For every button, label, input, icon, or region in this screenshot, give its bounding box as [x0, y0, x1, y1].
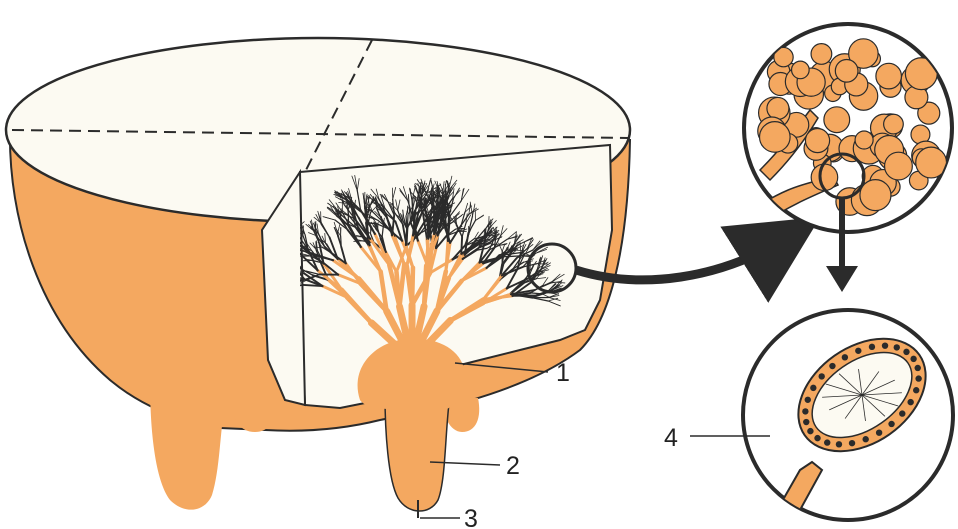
alveolus: [767, 97, 789, 119]
secretory-cell-nucleus: [882, 342, 888, 348]
alveolus: [905, 58, 937, 90]
secretory-cell-nucleus: [819, 373, 825, 379]
secretory-cell-nucleus: [915, 365, 921, 371]
secretory-cell-nucleus: [814, 435, 820, 441]
duct-branch: [303, 285, 322, 286]
secretory-cell-nucleus: [913, 387, 919, 393]
label-3: 3: [464, 505, 478, 529]
secretory-cell-nucleus: [805, 397, 811, 403]
label-1: 1: [556, 359, 570, 387]
secretory-cell-nucleus: [849, 440, 855, 446]
alveolus: [824, 107, 850, 133]
alveolus: [835, 59, 858, 82]
secretory-cell-nucleus: [842, 354, 848, 360]
duct-branch: [426, 239, 428, 266]
alveolus: [805, 128, 829, 152]
duct-branch: [303, 226, 304, 236]
secretory-cell-nucleus: [829, 363, 835, 369]
secretory-cell-nucleus: [810, 385, 816, 391]
inset-alveoli-cluster: [744, 24, 952, 232]
secretory-cell-nucleus: [910, 356, 916, 362]
secretory-cell-nucleus: [807, 428, 813, 434]
secretory-cell-nucleus: [824, 439, 830, 445]
secretory-cell-nucleus: [876, 429, 882, 435]
secretory-cell-nucleus: [899, 410, 905, 416]
secretory-cell-nucleus: [855, 348, 861, 354]
secretory-cell-nucleus: [907, 399, 913, 405]
duct-branch: [406, 228, 407, 245]
secretory-cell-nucleus: [862, 436, 868, 442]
secretory-cell-nucleus: [894, 344, 900, 350]
secretory-cell-nucleus: [869, 344, 875, 350]
alveolus: [885, 152, 913, 180]
secretory-cell-nucleus: [888, 421, 894, 427]
duct-branch: [407, 215, 408, 227]
duct-branch: [424, 266, 426, 307]
alveolus: [811, 44, 832, 65]
inset-alveolus-section: [743, 310, 953, 520]
alveolus: [876, 63, 902, 89]
secretory-cell-nucleus: [915, 375, 921, 381]
label-2: 2: [506, 452, 520, 480]
alveolus: [792, 61, 810, 79]
secretory-cell-nucleus: [836, 441, 842, 447]
duct-branch: [341, 236, 342, 247]
secretory-cell-nucleus: [803, 419, 809, 425]
alveolus: [855, 131, 873, 149]
duct-branch: [427, 219, 428, 238]
label-4: 4: [664, 424, 678, 452]
duct-branch: [461, 237, 462, 254]
secretory-cell-nucleus: [903, 349, 909, 355]
secretory-cell-nucleus: [802, 408, 808, 414]
alveolus: [860, 180, 891, 211]
alveolus: [760, 122, 791, 153]
alveolus: [884, 114, 904, 134]
